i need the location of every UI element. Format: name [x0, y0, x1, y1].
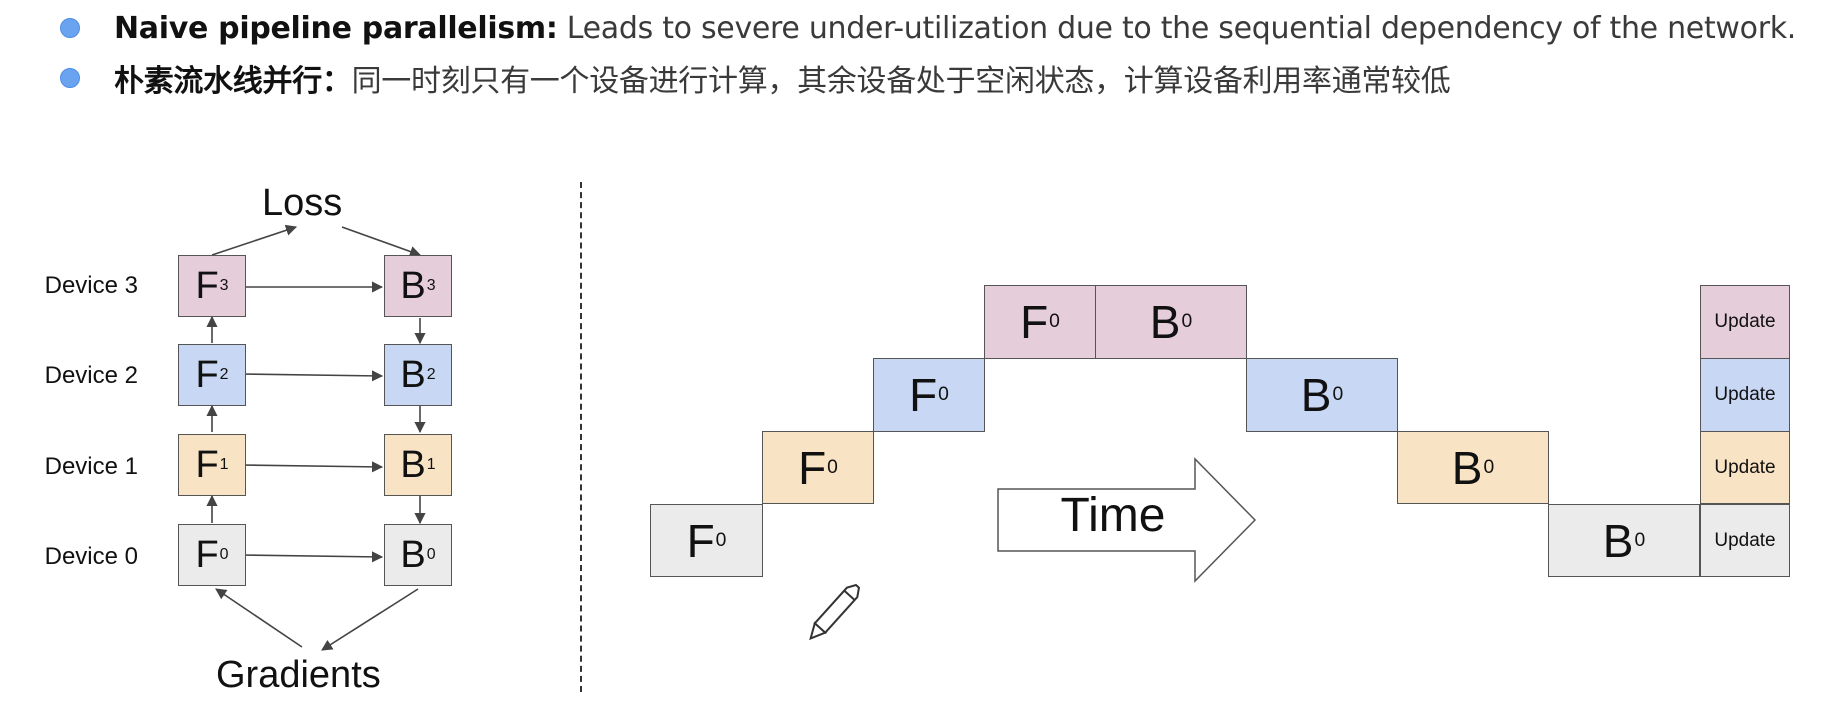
bullet-body-2: 同一时刻只有一个设备进行计算，其余设备处于空闲状态，计算设备利用率通常较低: [351, 64, 1451, 99]
backward-letter: B: [400, 353, 426, 396]
bullet-dot-icon: [60, 18, 80, 38]
device-label-3: Device 3: [44, 272, 138, 299]
device-label-2: Device 2: [44, 362, 138, 389]
arrow-right-icon: [997, 457, 1257, 583]
backward-index: 3: [426, 277, 436, 294]
backward-index: 1: [426, 456, 436, 473]
forward-letter: F: [798, 441, 827, 494]
forward-index: 0: [715, 529, 727, 551]
forward-letter: F: [909, 369, 938, 421]
forward-index: 2: [219, 366, 229, 383]
update-device-2: Update: [1700, 358, 1790, 432]
bullet-item-1: Naive pipeline parallelism: Leads to sev…: [60, 6, 1796, 50]
backward-index: 0: [1181, 311, 1193, 332]
section-divider: [580, 182, 582, 692]
forward-letter: F: [195, 533, 219, 576]
bullet-text-2: 朴素流水线并行：同一时刻只有一个设备进行计算，其余设备处于空闲状态，计算设备利用…: [114, 56, 1451, 100]
forward-index: 3: [219, 277, 229, 294]
backward-letter: B: [1149, 296, 1181, 348]
forward-letter: F: [195, 264, 219, 307]
backward-index: 0: [1483, 456, 1495, 478]
backward-letter: B: [1602, 514, 1634, 567]
forward-letter: F: [1020, 296, 1049, 348]
forward-letter: F: [686, 514, 715, 567]
backward-letter: B: [400, 443, 426, 486]
backward-index: 0: [426, 546, 436, 563]
bullet-item-2: 朴素流水线并行：同一时刻只有一个设备进行计算，其余设备处于空闲状态，计算设备利用…: [60, 56, 1451, 100]
pencil-icon: [809, 583, 861, 641]
forward-letter: F: [195, 443, 219, 486]
bullet-bold-1: Naive pipeline parallelism:: [114, 10, 558, 46]
update-device-0: Update: [1700, 504, 1790, 577]
update-device-1: Update: [1700, 431, 1790, 504]
bullet-dot-icon: [60, 68, 80, 88]
backward-index: 0: [1332, 384, 1344, 405]
gradients-label: Gradients: [216, 654, 381, 696]
backward-letter: B: [400, 533, 426, 576]
forward-index: 0: [219, 546, 229, 563]
device-label-1: Device 1: [44, 453, 138, 480]
bullet-body-1: Leads to severe under-utilization due to…: [557, 10, 1797, 46]
bullet-bold-2: 朴素流水线并行：: [114, 64, 352, 99]
forward-index: 1: [219, 456, 229, 473]
forward-index: 0: [1049, 311, 1060, 332]
backward-letter: B: [1451, 441, 1483, 494]
time-label: Time: [1060, 489, 1166, 542]
update-device-3: Update: [1700, 285, 1790, 359]
device-label-0: Device 0: [44, 543, 138, 570]
backward-letter: B: [1300, 369, 1332, 421]
backward-letter: B: [400, 264, 426, 307]
forward-letter: F: [195, 353, 219, 396]
backward-index: 2: [426, 366, 436, 383]
forward-index: 0: [938, 384, 949, 405]
bullet-text-1: Naive pipeline parallelism: Leads to sev…: [114, 11, 1796, 46]
backward-index: 0: [1634, 529, 1646, 551]
loss-label: Loss: [262, 182, 343, 224]
forward-index: 0: [827, 456, 838, 478]
